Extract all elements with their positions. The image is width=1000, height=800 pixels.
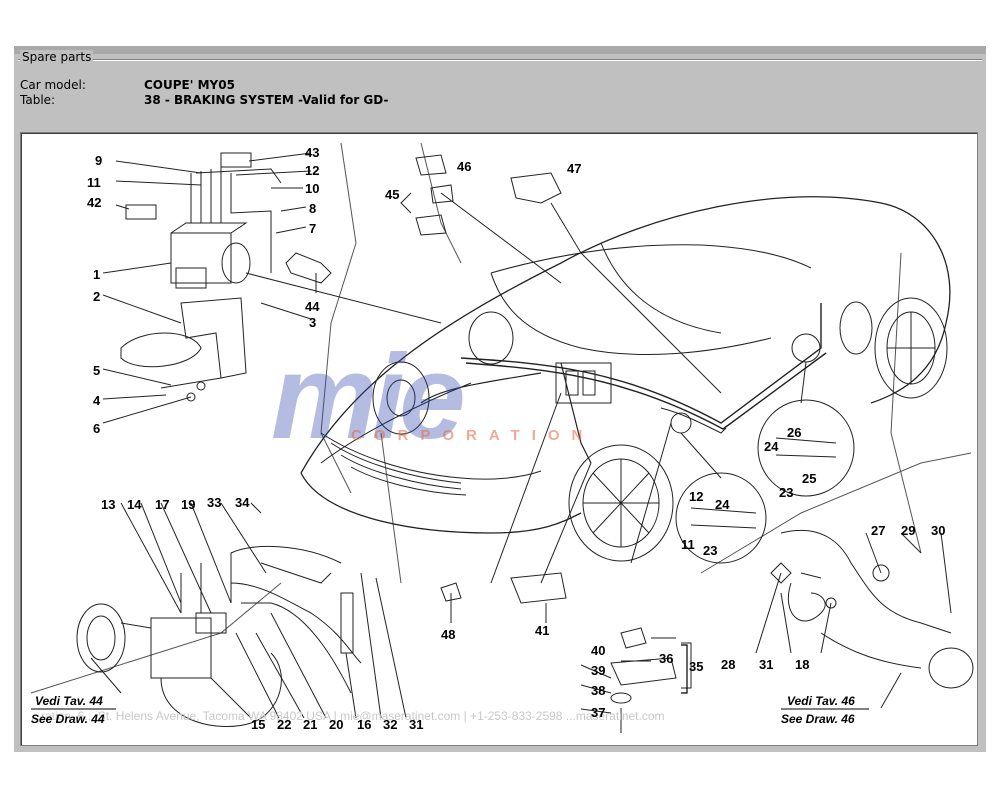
callout-8[interactable]: 8 bbox=[309, 201, 316, 216]
callout-48[interactable]: 48 bbox=[441, 627, 455, 642]
table-value: 38 - BRAKING SYSTEM -Valid for GD- bbox=[144, 93, 389, 107]
callout-20[interactable]: 20 bbox=[329, 717, 343, 732]
callout-32[interactable]: 32 bbox=[383, 717, 397, 732]
callout-31-right[interactable]: 31 bbox=[759, 657, 773, 672]
callout-2[interactable]: 2 bbox=[93, 289, 100, 304]
callout-24-right[interactable]: 24 bbox=[764, 439, 779, 454]
callout-1[interactable]: 1 bbox=[93, 267, 100, 282]
watermark-subtitle: CORPORATION bbox=[351, 427, 594, 444]
group-box-title: Spare parts bbox=[20, 50, 94, 64]
watermark-footer: ...ration. 6... St. Helens Avenue, Tacom… bbox=[31, 709, 665, 723]
callout-30[interactable]: 30 bbox=[931, 523, 945, 538]
callout-23-detail[interactable]: 23 bbox=[703, 543, 717, 558]
callout-33[interactable]: 33 bbox=[207, 495, 221, 510]
car-model-label: Car model: bbox=[20, 78, 86, 92]
callout-39[interactable]: 39 bbox=[591, 663, 605, 678]
callout-13[interactable]: 13 bbox=[101, 497, 115, 512]
callout-22[interactable]: 22 bbox=[277, 717, 291, 732]
braking-system-diagram[interactable]: mie CORPORATION ...ration. 6... St. Hele… bbox=[21, 133, 977, 745]
callout-15[interactable]: 15 bbox=[251, 717, 265, 732]
callout-25[interactable]: 25 bbox=[802, 471, 816, 486]
watermark-logo: mie bbox=[271, 330, 463, 464]
callout-38[interactable]: 38 bbox=[591, 683, 605, 698]
callout-11-detail[interactable]: 11 bbox=[681, 537, 695, 552]
callout-28[interactable]: 28 bbox=[721, 657, 735, 672]
car-model-value: COUPE' MY05 bbox=[144, 78, 235, 92]
ref-left-english[interactable]: See Draw. 44 bbox=[31, 712, 105, 726]
callout-17[interactable]: 17 bbox=[155, 497, 169, 512]
callout-19[interactable]: 19 bbox=[181, 497, 195, 512]
callout-34[interactable]: 34 bbox=[235, 495, 250, 510]
callout-40[interactable]: 40 bbox=[591, 643, 605, 658]
callout-10[interactable]: 10 bbox=[305, 181, 319, 196]
callout-14[interactable]: 14 bbox=[127, 497, 142, 512]
callout-3[interactable]: 3 bbox=[309, 315, 316, 330]
callout-6[interactable]: 6 bbox=[93, 421, 100, 436]
callout-42[interactable]: 42 bbox=[87, 195, 101, 210]
callout-31[interactable]: 31 bbox=[409, 717, 423, 732]
spare-parts-window: Spare parts Car model: COUPE' MY05 Table… bbox=[14, 46, 986, 752]
callout-26[interactable]: 26 bbox=[787, 425, 801, 440]
callout-29[interactable]: 29 bbox=[901, 523, 915, 538]
callout-21[interactable]: 21 bbox=[303, 717, 317, 732]
callout-37[interactable]: 37 bbox=[591, 705, 605, 720]
group-box-border bbox=[18, 59, 982, 61]
callout-24-detail[interactable]: 24 bbox=[715, 497, 730, 512]
callout-7[interactable]: 7 bbox=[309, 221, 316, 236]
callout-45[interactable]: 45 bbox=[385, 187, 399, 202]
ref-right-italian[interactable]: Vedi Tav. 46 bbox=[787, 694, 855, 708]
callout-4[interactable]: 4 bbox=[93, 393, 101, 408]
ref-left-italian[interactable]: Vedi Tav. 44 bbox=[35, 694, 103, 708]
title-bar bbox=[14, 46, 986, 54]
table-label: Table: bbox=[20, 93, 56, 107]
callout-23-right[interactable]: 23 bbox=[779, 485, 793, 500]
callout-12[interactable]: 12 bbox=[305, 163, 319, 178]
ref-right-english[interactable]: See Draw. 46 bbox=[781, 712, 855, 726]
callout-47[interactable]: 47 bbox=[567, 161, 581, 176]
callout-5[interactable]: 5 bbox=[93, 363, 100, 378]
callout-46[interactable]: 46 bbox=[457, 159, 471, 174]
callout-41[interactable]: 41 bbox=[535, 623, 549, 638]
callout-11[interactable]: 11 bbox=[87, 175, 101, 190]
callout-9[interactable]: 9 bbox=[95, 153, 102, 168]
exploded-diagram-panel[interactable]: mie CORPORATION ...ration. 6... St. Hele… bbox=[20, 132, 978, 746]
callout-36[interactable]: 36 bbox=[659, 651, 673, 666]
callout-27[interactable]: 27 bbox=[871, 523, 885, 538]
callout-44-top[interactable]: 44 bbox=[305, 299, 320, 314]
callout-16[interactable]: 16 bbox=[357, 717, 371, 732]
callout-35[interactable]: 35 bbox=[689, 659, 703, 674]
callout-12-detail[interactable]: 12 bbox=[689, 489, 703, 504]
callout-18[interactable]: 18 bbox=[795, 657, 809, 672]
callout-43[interactable]: 43 bbox=[305, 145, 319, 160]
